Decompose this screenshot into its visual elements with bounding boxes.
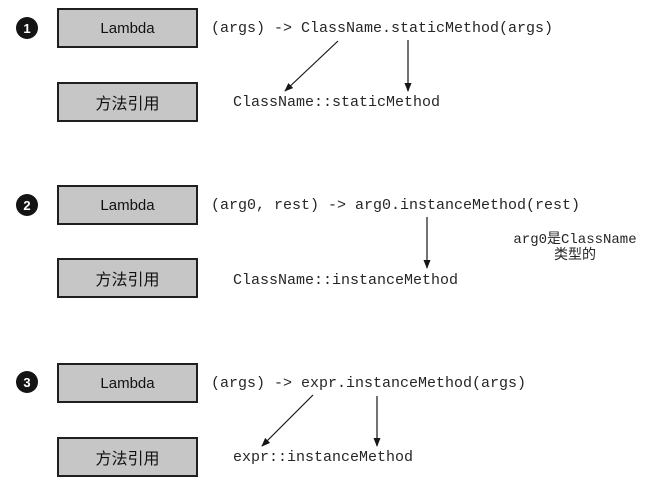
- method-ref-box-2: 方法引用: [57, 258, 198, 298]
- lambda-box-2: Lambda: [57, 185, 198, 225]
- lambda-box-label: Lambda: [100, 19, 155, 37]
- type-annotation: arg0是ClassName 类型的: [500, 232, 650, 264]
- lambda-box-1: Lambda: [57, 8, 198, 48]
- method-ref-box-3: 方法引用: [57, 437, 198, 477]
- lambda-code-3: (args) -> expr.instanceMethod(args): [211, 375, 527, 392]
- lambda-box-label: Lambda: [100, 374, 155, 392]
- type-annotation-line1: arg0是ClassName: [513, 232, 637, 248]
- method-ref-code-1: ClassName::staticMethod: [233, 94, 441, 111]
- lambda-box-label: Lambda: [100, 196, 155, 214]
- lambda-box-3: Lambda: [57, 363, 198, 403]
- type-annotation-line2: 类型的: [554, 248, 596, 264]
- method-ref-code-3: expr::instanceMethod: [233, 449, 414, 466]
- step-badge-1: 1: [16, 17, 38, 39]
- method-ref-box-label: 方法引用: [95, 96, 160, 113]
- method-ref-box-label: 方法引用: [95, 272, 160, 289]
- lambda-code-1: (args) -> ClassName.staticMethod(args): [211, 20, 554, 37]
- lambda-code-2: (arg0, rest) -> arg0.instanceMethod(rest…: [211, 197, 581, 214]
- step-badge-3: 3: [16, 371, 38, 393]
- arrow-row3-expr: [261, 394, 314, 447]
- method-ref-box-1: 方法引用: [57, 82, 198, 122]
- method-ref-box-label: 方法引用: [95, 451, 160, 468]
- step-badge-2: 2: [16, 194, 38, 216]
- arrow-row1-classname: [284, 40, 339, 92]
- method-ref-code-2: ClassName::instanceMethod: [233, 272, 459, 289]
